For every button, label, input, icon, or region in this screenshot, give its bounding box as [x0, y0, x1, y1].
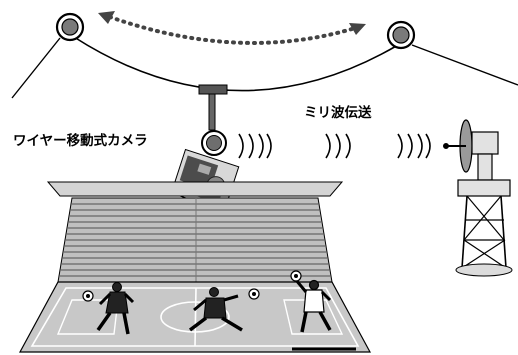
- radio-wave-icon: [397, 133, 431, 159]
- soccer-ball-icon: [82, 290, 94, 302]
- camera-wire: [73, 36, 399, 92]
- pulley-icon: [386, 20, 416, 50]
- movement-arrow-icon: [98, 11, 366, 45]
- soccer-player-icon: [96, 282, 135, 335]
- soccer-ball-icon: [248, 288, 260, 300]
- pulley-icon: [55, 12, 85, 42]
- support-wires: [11, 37, 518, 99]
- stadium-icon: [18, 181, 372, 353]
- radio-wave-icon: [325, 133, 351, 159]
- soccer-player-icon: [188, 287, 243, 332]
- radio-wave-icon: [238, 133, 272, 159]
- parabolic-antenna-tower-icon: [443, 119, 513, 277]
- mmwave-transmission-label: ミリ波伝送: [304, 105, 372, 121]
- soccer-ball-icon: [290, 270, 302, 282]
- soccer-player-icon: [294, 279, 332, 333]
- wire-camera-label: ワイヤー移動式カメラ: [13, 133, 148, 149]
